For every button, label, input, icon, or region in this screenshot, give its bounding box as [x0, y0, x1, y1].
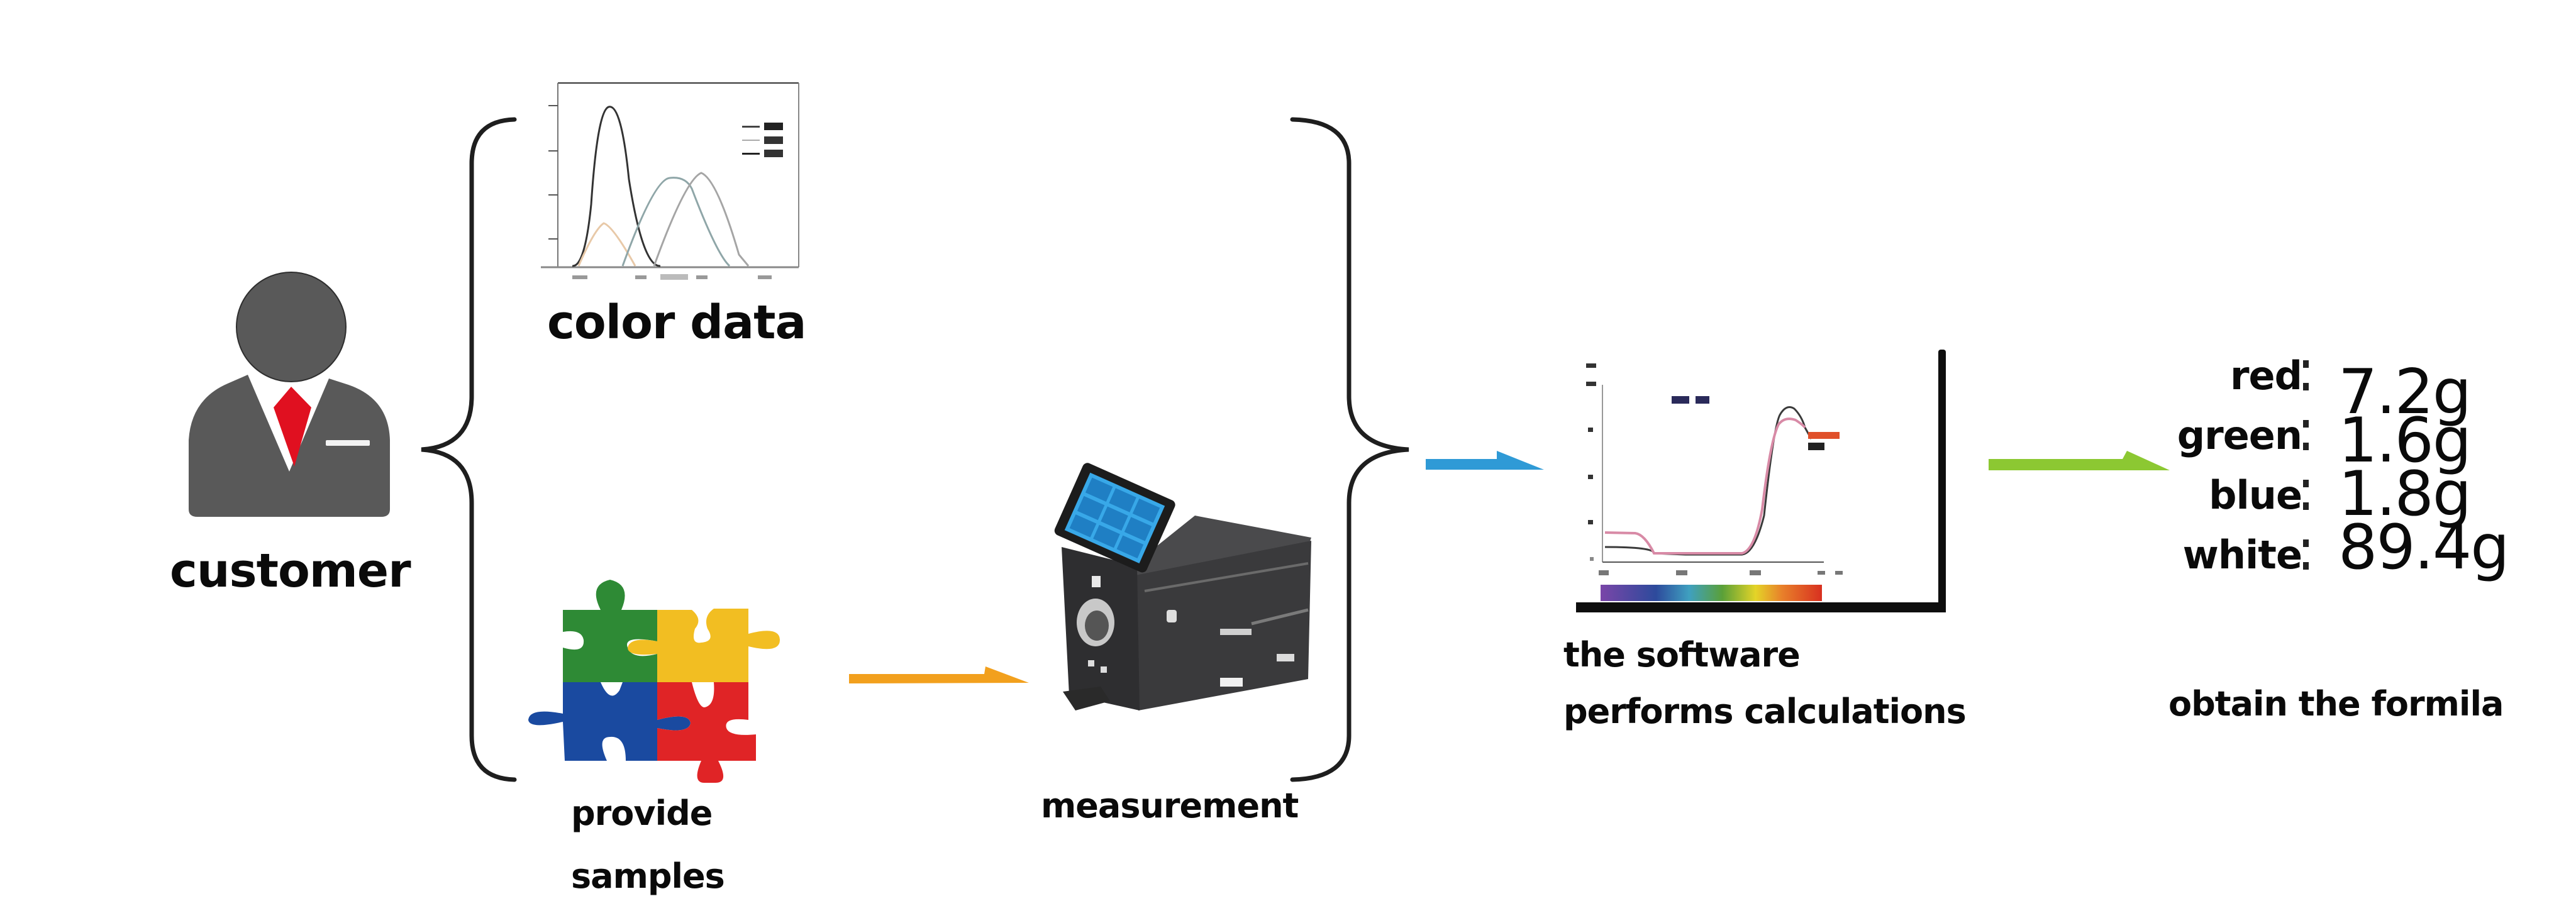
device-side — [1135, 541, 1311, 710]
puzzle-piece-red — [657, 682, 756, 783]
customer-node: customer — [170, 258, 421, 598]
series-3-line — [621, 177, 731, 267]
curve-annotation — [1808, 432, 1840, 450]
software-label-line1: the software — [1563, 635, 1801, 675]
series-2-line — [577, 222, 636, 267]
formula-value: 1.8g — [2338, 458, 2472, 530]
software-label-line2: performs calculations — [1563, 692, 1967, 731]
tie-icon — [274, 387, 311, 467]
chart-legend — [742, 123, 783, 157]
series-4-line — [653, 172, 750, 267]
formula-name: green — [2177, 412, 2302, 458]
puzzle-piece-blue — [528, 682, 691, 761]
colon-separator — [2303, 475, 2309, 512]
formula-name: white — [2182, 532, 2302, 578]
formula-row-blue: blue 1.8g — [2138, 463, 2528, 528]
series-1-line — [572, 106, 661, 267]
measurement-node: measurement — [1038, 453, 1340, 843]
formula-name: red — [2229, 353, 2302, 399]
arrow-measurement-to-software — [1426, 451, 1544, 470]
device-top — [1132, 516, 1311, 582]
formula-row-white: white 89.4g — [2138, 517, 2528, 588]
software-node: the software performs calculations — [1553, 346, 1994, 748]
puzzle-icon — [528, 580, 780, 783]
samples-label-line2: samples — [571, 856, 725, 896]
x-tick-labels — [572, 274, 772, 280]
device-screen — [1054, 463, 1175, 573]
person-icon — [189, 272, 390, 517]
monitor-frame-bottom — [1576, 602, 1946, 612]
measurement-label: measurement — [1041, 786, 1299, 826]
spectrophotometer-icon — [1054, 463, 1311, 710]
spectral-chart-icon — [535, 79, 811, 286]
x-tick-labels — [1599, 570, 1843, 575]
sample-curve — [1604, 417, 1806, 555]
formula-row-red: red 7.2g — [2138, 349, 2528, 423]
pocket-square — [326, 440, 370, 446]
visible-spectrum-bar — [1601, 585, 1822, 601]
formula-label: obtain the formila — [2168, 684, 2504, 724]
puzzle-piece-yellow — [628, 609, 780, 682]
arrow-software-to-formula — [1989, 451, 2170, 470]
chart-title-text — [1672, 396, 1709, 404]
y-tick-labels — [1586, 363, 1596, 561]
person-head — [236, 272, 347, 382]
person-body — [189, 375, 390, 517]
left-brace — [421, 117, 517, 782]
formula-name: blue — [2209, 472, 2302, 518]
colon-separator — [2303, 355, 2309, 393]
monitor-frame-right — [1938, 350, 1946, 607]
y-ticks — [548, 105, 558, 240]
color-data-label: color data — [547, 296, 806, 350]
colon-separator — [2303, 415, 2309, 453]
formula-value: 7.2g — [2338, 356, 2472, 428]
arrow-samples-to-measurement — [849, 666, 1029, 683]
formula-row-green: green 1.6g — [2138, 409, 2528, 472]
formula-value: 89.4g — [2338, 512, 2509, 583]
software-chart-icon — [1553, 346, 1946, 612]
customer-label: customer — [170, 544, 411, 598]
samples-label-line1: provide — [571, 793, 713, 833]
right-brace — [1290, 117, 1409, 782]
formula-value: 1.6g — [2338, 405, 2472, 477]
samples-node: provide samples — [516, 566, 780, 905]
colon-separator — [2303, 534, 2309, 572]
color-data-node: color data — [535, 79, 811, 355]
puzzle-piece-green — [563, 580, 657, 682]
